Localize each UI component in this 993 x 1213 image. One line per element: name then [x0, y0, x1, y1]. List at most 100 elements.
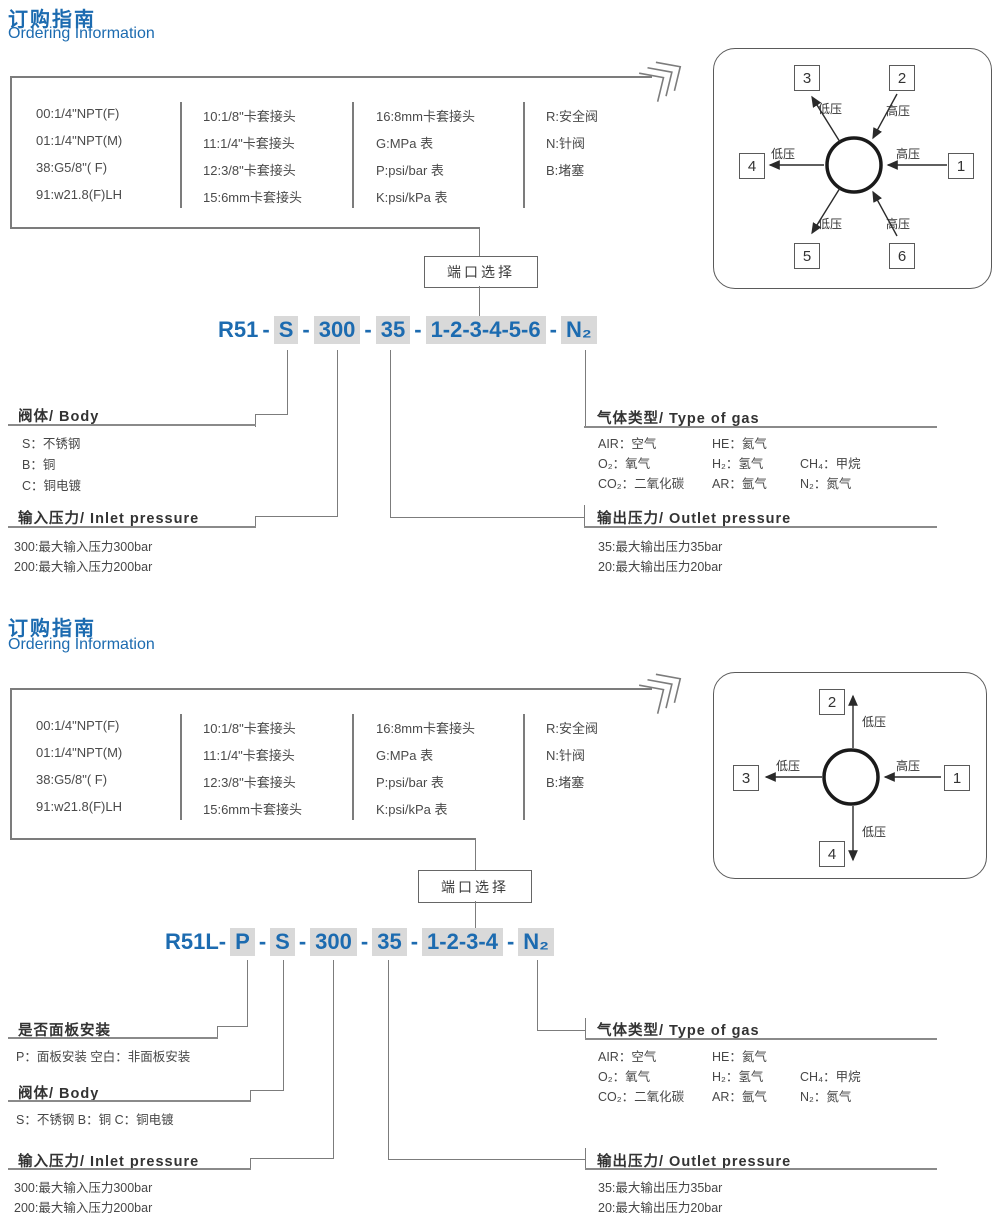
code-token: - — [258, 929, 267, 954]
table-cell: 11:1/4"卡套接头 — [203, 748, 295, 763]
code-token: 300 — [313, 316, 361, 344]
header-underline — [8, 526, 256, 528]
table-border-top — [10, 688, 652, 690]
port-box: 3 — [794, 65, 820, 91]
table-cell: R:安全阀 — [546, 721, 599, 736]
gas-item: O₂：氧气 — [598, 1070, 651, 1084]
port-box: 4 — [819, 841, 845, 867]
table-border-left — [10, 688, 12, 838]
port-box: 4 — [739, 153, 765, 179]
port-box: 2 — [889, 65, 915, 91]
gas-item: N₂：氮气 — [800, 1090, 852, 1104]
page-title-cn: 订购指南 — [8, 9, 96, 31]
label-item: 35:最大输出压力35bar — [598, 540, 723, 554]
connector-line — [283, 960, 284, 1090]
connector-line — [585, 1018, 586, 1040]
port-select-box: 端口选择 — [418, 870, 532, 903]
table-cell: 12:3/8"卡套接头 — [203, 775, 296, 790]
connector-line — [479, 227, 480, 256]
gas-item: AIR：空气 — [598, 437, 657, 451]
table-border-left — [10, 76, 12, 227]
table-cell: 10:1/8"卡套接头 — [203, 721, 296, 736]
pressure-label: 低压 — [862, 825, 887, 839]
pressure-label: 高压 — [886, 217, 911, 231]
label-item: S：不锈钢 — [22, 437, 81, 451]
table-separator — [180, 714, 182, 820]
label-header-body: 阀体/ Body — [18, 409, 100, 425]
header-underline — [584, 526, 937, 528]
port-box: 1 — [944, 765, 970, 791]
table-cell: 12:3/8"卡套接头 — [203, 163, 296, 178]
code-token: 35 — [375, 316, 411, 344]
table-cell: 11:1/4"卡套接头 — [203, 136, 295, 151]
table-separator — [352, 102, 354, 208]
header-underline — [8, 424, 256, 426]
connector-line — [255, 516, 256, 528]
code-token: R51 — [218, 317, 259, 342]
table-cell: 00:1/4"NPT(F) — [36, 106, 120, 121]
table-cell: N:针阀 — [546, 136, 586, 151]
table-border-top — [10, 76, 652, 78]
label-header-body: 阀体/ Body — [18, 1086, 100, 1102]
gas-item: H₂：氢气 — [712, 457, 764, 471]
code-token: - — [360, 929, 369, 954]
connector-line — [475, 901, 476, 928]
connector-line — [287, 350, 288, 414]
code-token: N₂ — [560, 316, 597, 344]
table-cell: 10:1/8"卡套接头 — [203, 109, 296, 124]
gas-item: O₂：氧气 — [598, 457, 651, 471]
gas-row: AIR：空气 HE：氦气 — [598, 1046, 800, 1065]
gas-item: AR：氩气 — [712, 1090, 767, 1104]
code-token: - — [506, 929, 515, 954]
code-token: N₂ — [518, 928, 554, 956]
table-cell: 38:G5/8"( F) — [36, 160, 108, 175]
model-code: R51 - S - 300 - 35 - 1-2-3-4-5-6 - N₂ — [218, 316, 597, 344]
gas-item: N₂：氮气 — [800, 477, 852, 491]
label-header-inlet: 输入压力/ Inlet pressure — [18, 511, 200, 527]
code-token: R51L- — [165, 929, 227, 954]
pressure-label: 低压 — [776, 759, 801, 773]
code-token: - — [262, 317, 270, 342]
label-item: C：铜电镀 — [22, 479, 82, 493]
table-cell: K:psi/kPa 表 — [376, 190, 448, 205]
table-cell: G:MPa 表 — [376, 748, 434, 763]
header-underline — [584, 426, 937, 428]
code-token: P — [230, 928, 255, 956]
label-header-inlet: 输入压力/ Inlet pressure — [18, 1154, 200, 1170]
header-underline — [8, 1168, 251, 1170]
connector-line — [475, 838, 476, 870]
page-title-en: Ordering Information — [8, 636, 155, 653]
label-item: 200:最大输入压力200bar — [14, 1201, 153, 1213]
port-select-box: 端口选择 — [424, 256, 538, 288]
table-cell: R:安全阀 — [546, 109, 599, 124]
connector-line — [585, 1148, 586, 1170]
gas-item: HE：氦气 — [712, 1050, 767, 1064]
table-cell: 00:1/4"NPT(F) — [36, 718, 120, 733]
connector-line — [255, 516, 338, 517]
connector-line — [537, 1030, 586, 1031]
connector-line — [388, 960, 389, 1159]
connector-line — [250, 1158, 251, 1170]
table-separator — [352, 714, 354, 820]
label-item: 20:最大输出压力20bar — [598, 560, 723, 574]
table-cell: P:psi/bar 表 — [376, 163, 444, 178]
page-title-cn: 订购指南 — [8, 618, 96, 640]
code-token: 1-2-3-4-5-6 — [425, 316, 546, 344]
pressure-label: 低压 — [818, 102, 843, 116]
table-cell: 91:w21.8(F)LH — [36, 799, 122, 814]
pressure-label: 低压 — [818, 217, 843, 231]
port-box: 6 — [889, 243, 915, 269]
connector-line — [390, 350, 391, 517]
table-cell: N:针阀 — [546, 748, 586, 763]
table-cell: 15:6mm卡套接头 — [203, 190, 302, 205]
pressure-label: 低压 — [862, 715, 887, 729]
code-token: - — [298, 929, 307, 954]
gas-item: AIR：空气 — [598, 1050, 657, 1064]
connector-line — [584, 505, 585, 528]
